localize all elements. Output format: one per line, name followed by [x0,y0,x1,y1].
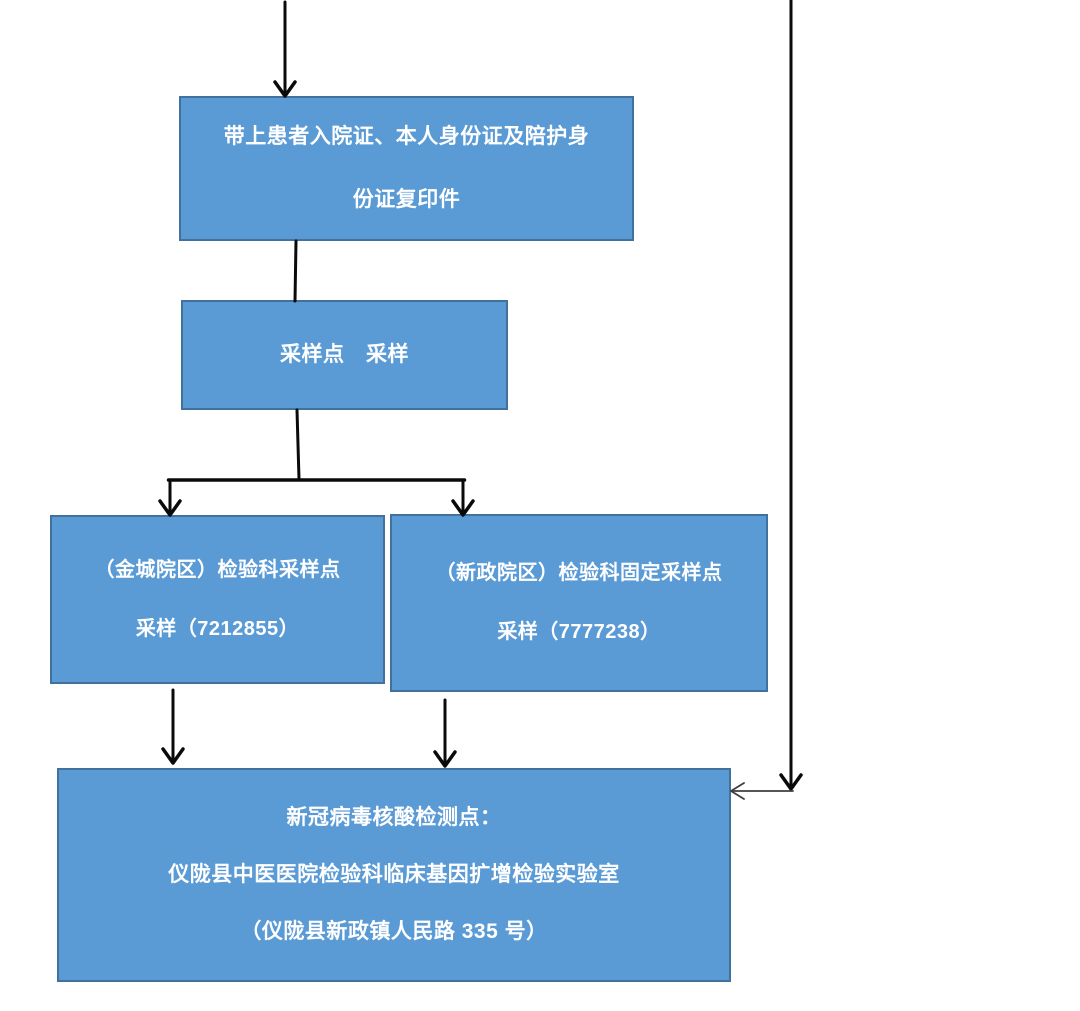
branch-stem [295,408,301,481]
flow-node-documents: 带上患者入院证、本人身份证及陪护身 份证复印件 [179,96,634,241]
node-text-line: （金城院区）检验科采样点 [94,558,341,581]
node-text-line: （新政院区）检验科固定采样点 [435,562,723,584]
node-text-line: 采样（7777238） [497,621,661,643]
flow-node-testing-lab: 新冠病毒核酸检测点： 仪陇县中医医院检验科临床基因扩增检验实验室 （仪陇县新政镇… [57,768,731,982]
node-text-line: 采样点 采样 [280,342,409,366]
long-right-vertical-arrow-head-icon [779,773,803,791]
node-text-line: 采样（7212855） [135,617,300,640]
flow-node-jincheng-site: （金城院区）检验科采样点 采样（7212855） [50,515,385,684]
arrow-xinzheng-to-lab-head-icon [433,750,457,768]
line-documents-to-sampling [293,239,298,303]
node-text-line: 带上患者入院证、本人身份证及陪护身 [223,125,590,149]
node-text-line: （仪陇县新政镇人民路 335 号） [240,920,548,944]
flow-node-xinzheng-site: （新政院区）检验科固定采样点 采样（7777238） [390,514,768,692]
arrow-branch-to-jincheng-head-icon [158,499,182,517]
arrow-top-into-documents-head-icon [273,80,297,98]
node-text-line: 份证复印件 [352,187,461,211]
node-text-line: 仪陇县中医医院检验科临床基因扩增检验实验室 [168,862,620,886]
arrow-into-lab-head-icon [730,782,745,800]
flow-node-sampling-point: 采样点 采样 [181,300,508,410]
arrow-branch-to-xinzheng-head-icon [451,499,475,517]
arrow-jincheng-to-lab-head-icon [161,747,185,765]
node-text-line: 新冠病毒核酸检测点： [286,805,502,829]
